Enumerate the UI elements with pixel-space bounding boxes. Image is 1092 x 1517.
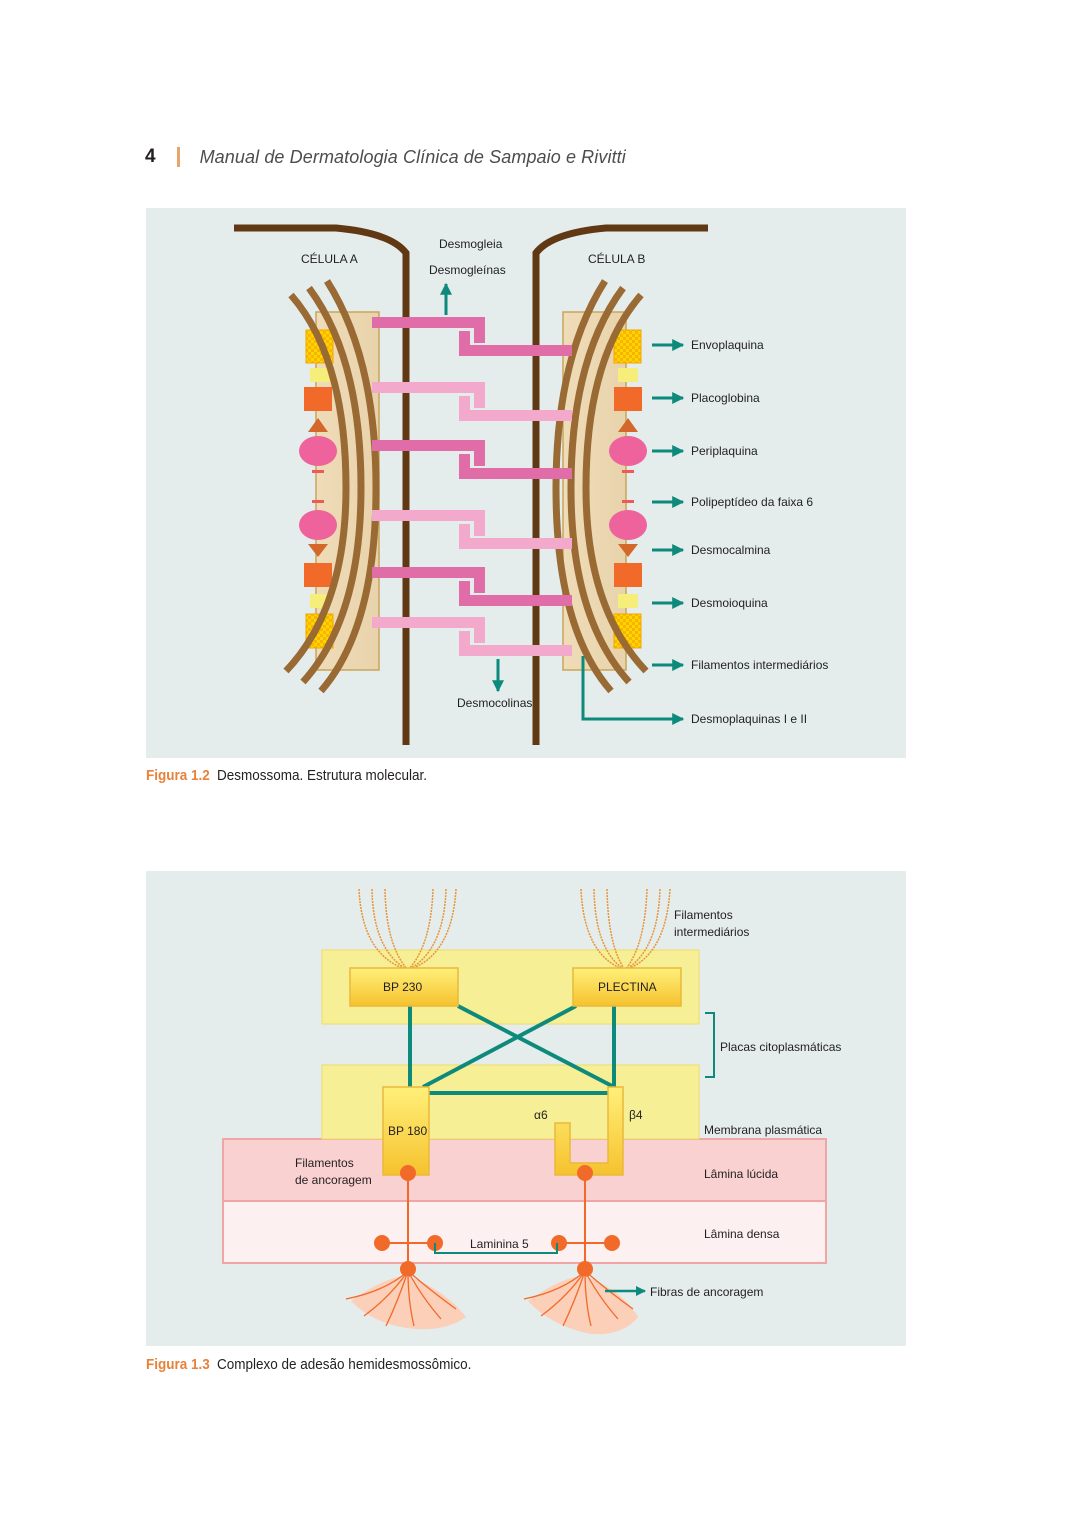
periplakin-b-bottom [609, 510, 647, 540]
anchoring-fibrils-label: Fibras de ancoragem [650, 1285, 763, 1299]
lamina-densa-label: Lâmina densa [704, 1227, 780, 1241]
plakoglobin-b-top [614, 387, 642, 411]
legend-desmocalmina: Desmocalmina [691, 543, 771, 557]
figure-hemidesmosome: BP 230 PLECTINA BP 180 α6 β4 Laminina 5 [146, 871, 906, 1346]
laminin5-label: Laminina 5 [470, 1237, 529, 1251]
periplakin-a-triangle-top [308, 418, 328, 432]
periplakin-b-triangle-top [618, 418, 638, 432]
periplakin-a-bottom [299, 510, 337, 540]
desmocalmin-a-triangle [308, 544, 328, 557]
intermediate-filaments-label-line1: Filamentos [674, 908, 733, 922]
anchoring-filaments [374, 1165, 620, 1277]
lamina-lucida-layer [222, 1138, 827, 1202]
protein-links [408, 1004, 616, 1095]
cadherin-pair-4 [372, 510, 572, 549]
legend-placoglobina: Placoglobina [691, 391, 760, 405]
bp230-label: BP 230 [383, 980, 422, 994]
cell-a-membrane [234, 224, 410, 745]
cytoplasmic-plates-label: Placas citoplasmáticas [720, 1040, 841, 1054]
bp230-box [349, 967, 459, 1007]
band6-b-bottom [622, 500, 634, 503]
legend-envoplaquina: Envoplaquina [691, 338, 764, 352]
plakoglobin-a-top [304, 387, 332, 411]
figure-1-2-label: Figura 1.2 [146, 767, 210, 784]
band6-a-bottom [312, 500, 324, 503]
legend-arrow-desmoplaquinas [581, 656, 685, 725]
figure-1-2-caption: Figura 1.2 Desmossoma. Estrutura molecula… [146, 767, 427, 784]
cadherins [372, 317, 572, 656]
running-header: 4 Manual de Dermatologia Clínica de Samp… [145, 143, 626, 171]
figure-1-3-caption: Figura 1.3 Complexo de adesão hemidesmoss… [146, 1356, 471, 1373]
desmosome-diagram: CÉLULA A CÉLULA B Desmogleia Desmogleína… [234, 224, 828, 745]
legend-desmoplaquinas: Desmoplaquinas I e II [691, 712, 807, 726]
cadherin-pair-2 [372, 382, 572, 421]
figure-1-2-text: Desmossoma. Estrutura molecular. [216, 767, 428, 784]
desmoyokin-b-top [618, 368, 638, 382]
desmocalmin-b-triangle [618, 544, 638, 557]
intermediate-filaments-left [358, 888, 457, 971]
cytoplasmic-plates-bracket [705, 1012, 715, 1078]
desmoyokin-b-bottom [618, 594, 638, 608]
alpha6-label: α6 [534, 1108, 548, 1122]
cytoplasmic-plate-membrane [321, 1064, 700, 1140]
anchoring-fibrils-left [345, 1270, 466, 1330]
plasma-membrane-label: Membrana plasmática [704, 1123, 822, 1137]
cell-b-intermediate-filaments [552, 279, 649, 694]
cell-a-proteins [299, 329, 337, 649]
header-separator [176, 147, 180, 167]
bp180-label: BP 180 [388, 1124, 427, 1138]
plectina-label: PLECTINA [598, 980, 657, 994]
plakoglobin-b-bottom [614, 563, 642, 587]
cadherin-pair-5 [372, 567, 572, 606]
band6-a-top [312, 470, 324, 473]
band6-b-top [622, 470, 634, 473]
legend-periplaquina: Periplaquina [691, 444, 758, 458]
figure-1-3-label: Figura 1.3 [146, 1356, 210, 1373]
plectina-box [572, 967, 682, 1007]
legend: Envoplaquina Placoglobina Periplaquina P… [581, 338, 828, 726]
legend-filamentos: Filamentos intermediários [691, 658, 828, 672]
hemidesmosome-diagram: BP 230 PLECTINA BP 180 α6 β4 Laminina 5 [222, 888, 841, 1335]
desmogleia-label: Desmogleia [439, 237, 503, 251]
intermediate-filaments-right [580, 888, 671, 971]
legend-desmoioquina: Desmoioquina [691, 596, 768, 610]
anchoring-fibrils-right [523, 1270, 638, 1335]
page-number: 4 [145, 146, 156, 167]
laminin5-link [434, 1243, 558, 1254]
plakoglobin-a-bottom [304, 563, 332, 587]
lamina-lucida-label: Lâmina lúcida [704, 1167, 778, 1181]
desmogleinas-label: Desmogleínas [429, 263, 506, 277]
book-title: Manual de Dermatologia Clínica de Sampai… [199, 146, 626, 167]
anchoring-filaments-label-line1: Filamentos [295, 1156, 354, 1170]
beta4-label: β4 [629, 1108, 643, 1122]
periplakin-b-top [609, 436, 647, 466]
figure-desmosome: CÉLULA A CÉLULA B Desmogleia Desmogleína… [146, 208, 906, 758]
envoplakin-b-top [613, 329, 642, 364]
bp180-box [382, 1086, 430, 1176]
anchoring-filaments-label-line2: de ancoragem [295, 1173, 372, 1187]
intermediate-filaments-label-line2: intermediários [674, 925, 749, 939]
cadherin-pair-3 [372, 440, 572, 479]
figure-1-3-text: Complexo de adesão hemidesmossômico. [216, 1356, 472, 1373]
cell-a-label: CÉLULA A [301, 251, 358, 266]
desmoyokin-a-top [310, 368, 330, 382]
cell-b-label: CÉLULA B [588, 251, 645, 266]
cell-a-intermediate-filaments [283, 279, 380, 694]
periplakin-a-top [299, 436, 337, 466]
legend-band6: Polipeptídeo da faixa 6 [691, 495, 813, 509]
cell-b-membrane [532, 224, 708, 745]
cadherin-pair-6 [372, 617, 572, 656]
desmocolinas-label: Desmocolinas [457, 696, 532, 710]
cadherin-pair-1 [372, 317, 572, 356]
